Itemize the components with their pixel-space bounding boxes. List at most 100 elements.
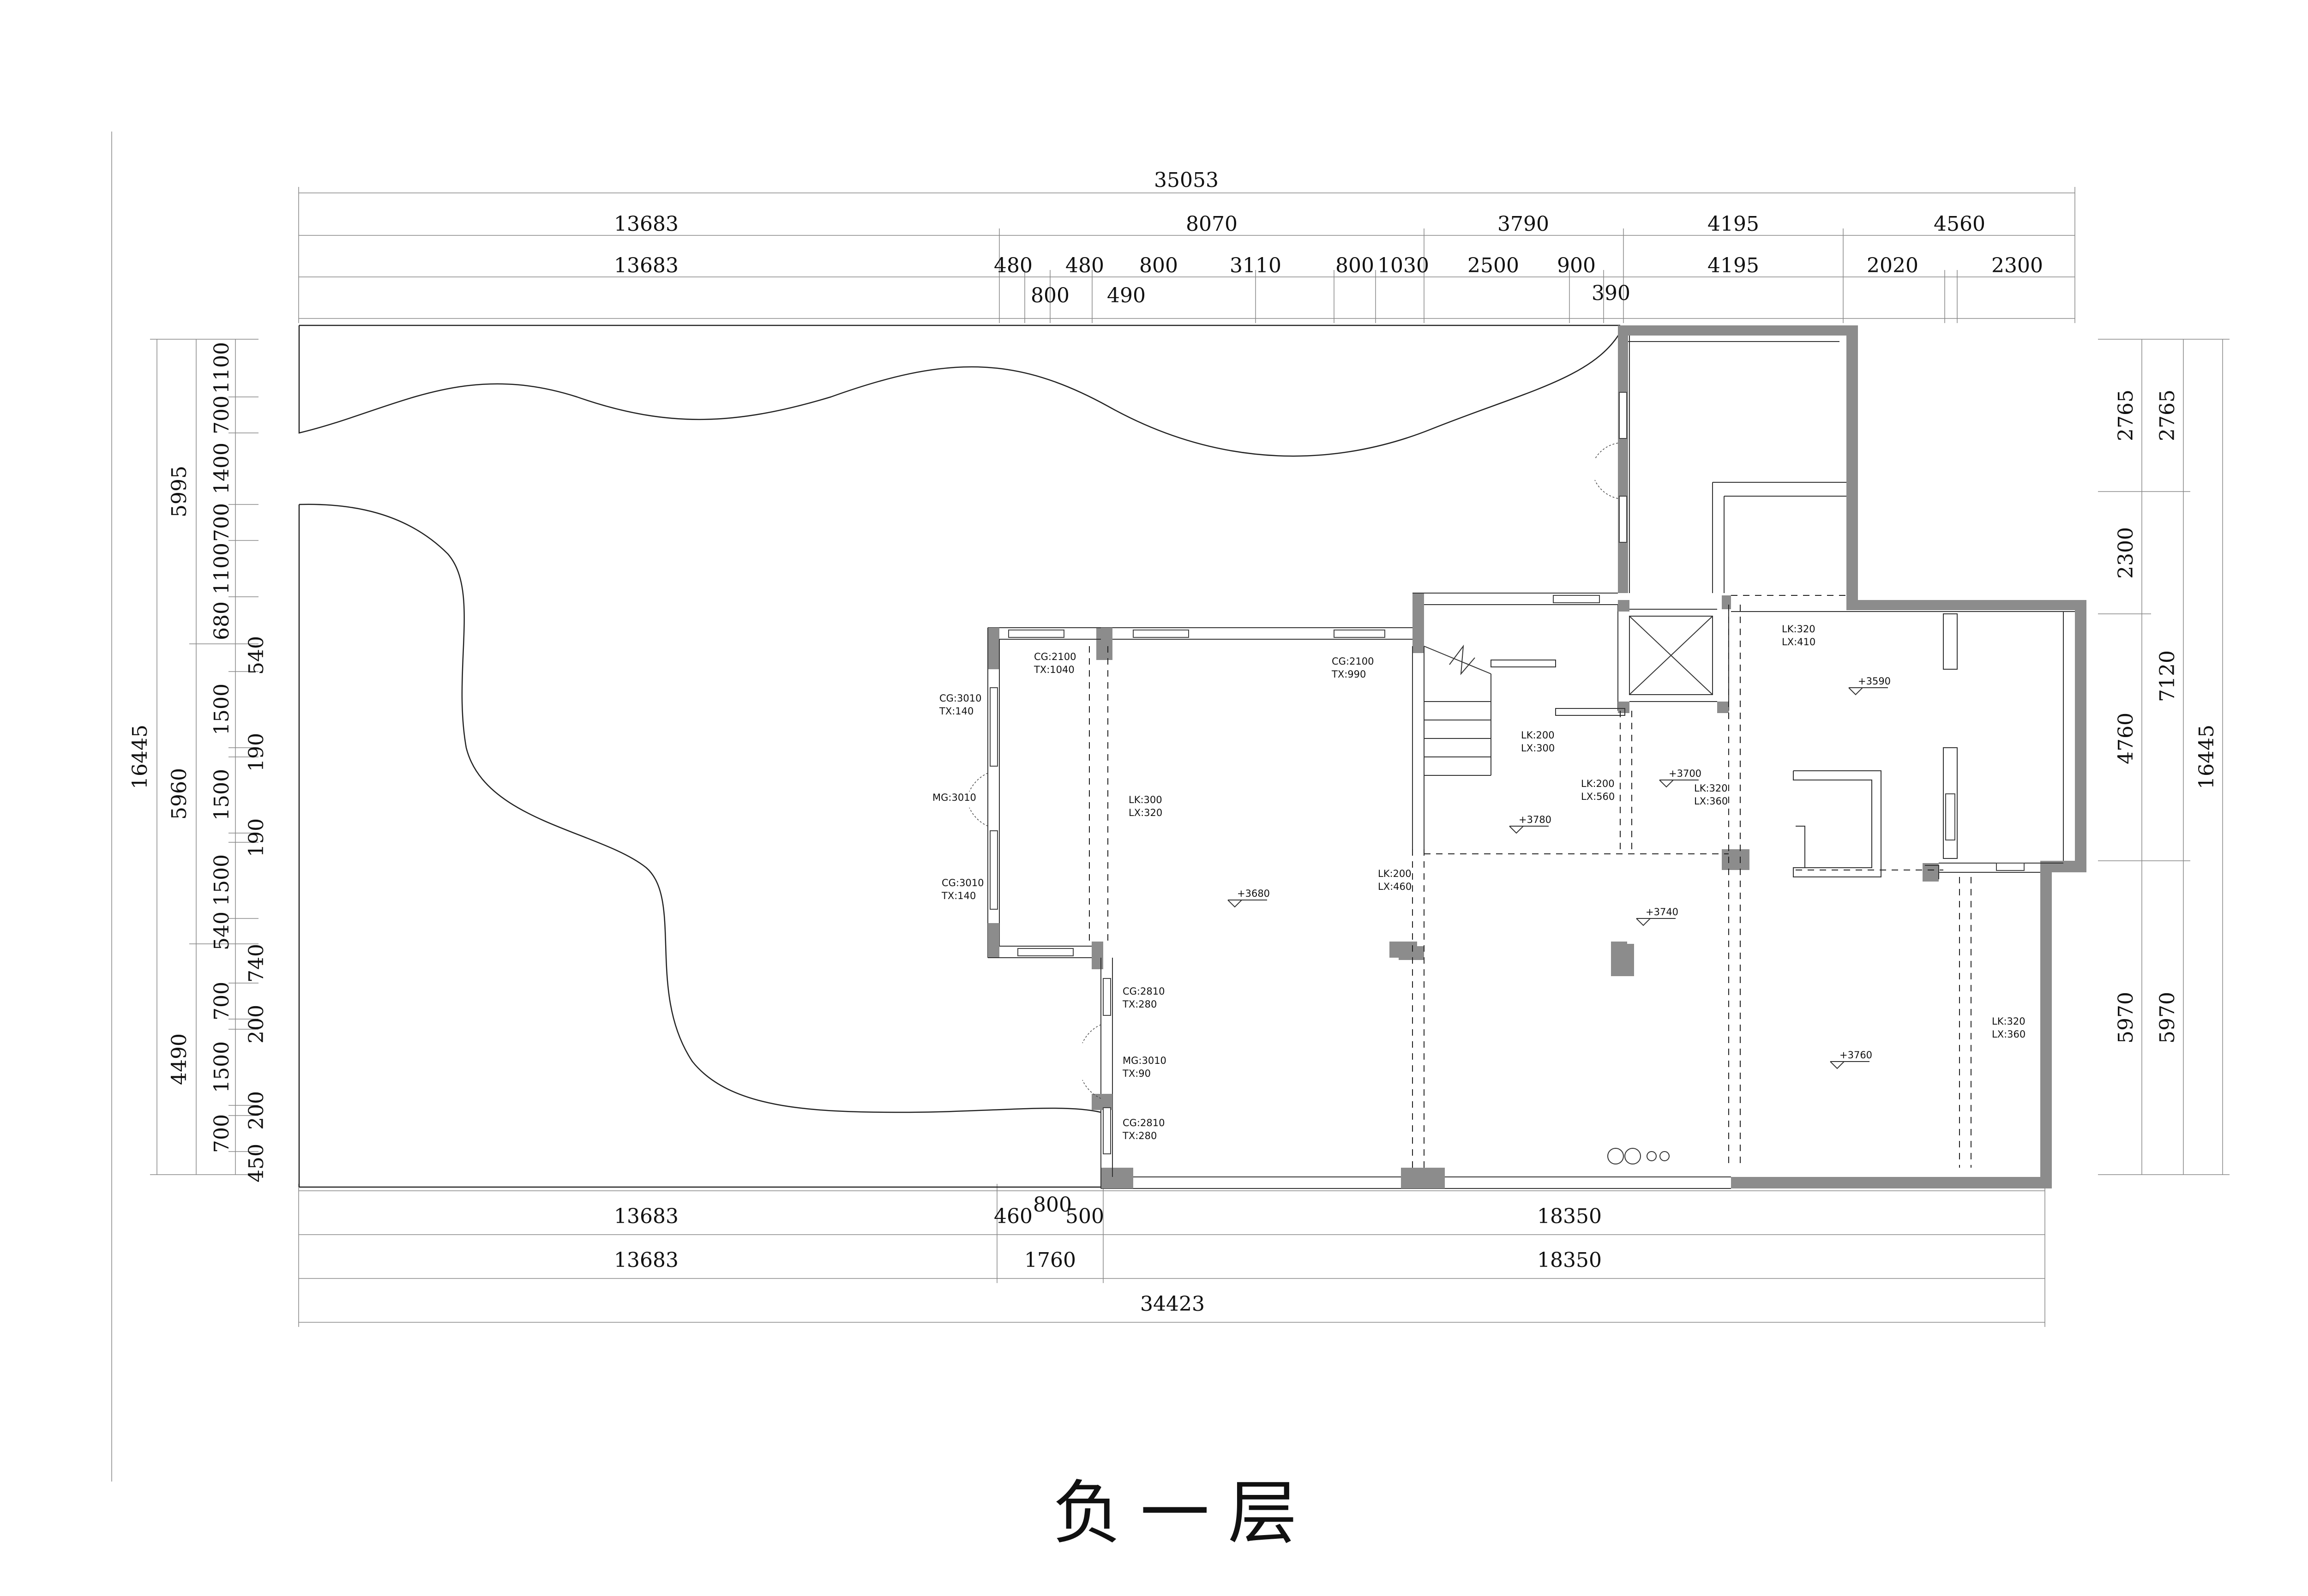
left-group-dim-0: 5995 — [168, 466, 191, 517]
left-seg-dim-12: 540 — [210, 912, 234, 950]
top-row2-dim-5: 800 — [1335, 254, 1374, 277]
bottom-row1-dim-0: 13683 — [614, 1205, 679, 1228]
top-row2-dim-11: 2300 — [1991, 254, 2043, 277]
left-seg-dim-11: 1500 — [210, 854, 234, 906]
top-row2-dim-4: 3110 — [1230, 254, 1281, 277]
bottom-row2-dim-1: 1760 — [1024, 1248, 1076, 1272]
top-row1-dim-4: 4560 — [1934, 212, 1985, 236]
left-seg-dim-15: 200 — [245, 1005, 268, 1044]
left-seg-dim-5: 680 — [210, 601, 234, 640]
svg-text:+3760: +3760 — [1839, 1050, 1872, 1061]
left-seg-dim-10: 190 — [245, 818, 268, 857]
right-total-dim: 16445 — [2195, 725, 2218, 789]
bottom-row1-dim-4: 18350 — [1537, 1205, 1602, 1228]
left-seg-dim-16: 1500 — [210, 1041, 234, 1093]
left-seg-dim-1: 700 — [210, 396, 234, 434]
top-row2-dim-8: 900 — [1557, 254, 1596, 277]
left-seg-dim-4: 1100 — [210, 543, 234, 594]
drawing-title: 负一层 — [1052, 1473, 1316, 1554]
annotation-mg3010a: MG:3010 — [932, 792, 976, 803]
left-seg-dim-18: 700 — [210, 1114, 234, 1153]
top-row2-dim-9: 4195 — [1707, 254, 1759, 277]
top-row1-dim-1: 8070 — [1186, 212, 1238, 236]
top-row2-dim-7: 2500 — [1467, 254, 1519, 277]
svg-text:+3680: +3680 — [1237, 888, 1270, 899]
left-seg-dim-9: 1500 — [210, 769, 234, 821]
windows — [990, 392, 2025, 1154]
top-row2-dim-2: 480 — [1065, 254, 1104, 277]
right-outer-dim-2: 5970 — [2156, 992, 2179, 1044]
left-seg-dim-8: 190 — [245, 733, 268, 772]
top-row2-dim-0: 13683 — [614, 254, 679, 277]
level-marker-3740: +3740 — [1636, 906, 1678, 926]
left-seg-dim-7: 1500 — [210, 684, 234, 735]
svg-text:+3780: +3780 — [1519, 814, 1551, 825]
doors — [969, 443, 1618, 1099]
top-row3-dim-1: 490 — [1107, 284, 1146, 307]
top-row1-dim-2: 3790 — [1497, 212, 1549, 236]
top-row2-dim-10: 2020 — [1867, 254, 1918, 277]
level-marker-3760: +3760 — [1830, 1050, 1872, 1069]
left-seg-dim-13: 740 — [245, 944, 268, 983]
left-seg-dim-2: 1400 — [210, 443, 234, 494]
left-seg-dim-6: 540 — [245, 636, 268, 675]
level-marker-3680: +3680 — [1227, 888, 1270, 908]
bottom-dimensions: 13683 460 800 500 18350 13683 1760 18350… — [298, 1184, 2045, 1327]
right-inner-dim-0: 2765 — [2114, 390, 2138, 441]
left-group-dim-1: 5960 — [168, 768, 191, 820]
top-row1-dim-0: 13683 — [614, 212, 679, 236]
fixtures — [1607, 1148, 1670, 1164]
right-outer-dim-1: 7120 — [2156, 650, 2179, 702]
garden-area — [298, 324, 1621, 1188]
bottom-row1-dim-3: 500 — [1065, 1205, 1104, 1228]
top-dimensions: 35053 13683 8070 3790 4195 4560 13683 48… — [298, 168, 2075, 323]
level-marker-3590: +3590 — [1848, 676, 1891, 696]
left-group-dim-2: 4490 — [168, 1033, 191, 1085]
top-row1-dim-3: 4195 — [1707, 212, 1759, 236]
left-seg-dim-14: 700 — [210, 982, 234, 1020]
svg-text:+3740: +3740 — [1646, 906, 1678, 918]
right-outer-dim-0: 2765 — [2156, 390, 2179, 441]
level-marker-3700: +3700 — [1659, 768, 1701, 788]
top-row2-dim-1: 480 — [994, 254, 1033, 277]
left-seg-dim-3: 700 — [210, 503, 234, 542]
level-marker-3780: +3780 — [1509, 814, 1551, 834]
top-total-dim: 35053 — [1154, 168, 1219, 192]
right-inner-dim-2: 4760 — [2114, 713, 2138, 764]
top-row3-dim-2: 390 — [1592, 282, 1630, 305]
level-markers: +3680 +3780 +3700 +3590 +3740 +3760 — [1227, 676, 1891, 1069]
left-seg-dim-0: 1100 — [210, 342, 234, 394]
bottom-row1-dim-1: 460 — [994, 1205, 1033, 1228]
bottom-total-dim: 34423 — [1140, 1292, 1205, 1316]
bottom-row2-dim-0: 13683 — [614, 1248, 679, 1272]
left-dimensions: 16445 5995 5960 4490 1100 700 1400 700 1… — [128, 339, 268, 1182]
svg-text:+3590: +3590 — [1858, 676, 1891, 687]
svg-text:+3700: +3700 — [1669, 768, 1701, 779]
bottom-row1-dim-2: 800 — [1033, 1193, 1072, 1217]
left-total-dim: 16445 — [128, 725, 152, 789]
top-row3-dim-0: 800 — [1031, 284, 1070, 307]
top-row2-dim-6: 1030 — [1377, 254, 1429, 277]
top-row2-dim-3: 800 — [1139, 254, 1178, 277]
left-seg-dim-19: 450 — [245, 1144, 268, 1182]
left-seg-dim-17: 200 — [245, 1091, 268, 1130]
beam-lines — [1089, 595, 1971, 1168]
right-inner-dim-3: 5970 — [2114, 992, 2138, 1044]
right-inner-dim-1: 2300 — [2114, 527, 2138, 579]
bottom-row2-dim-2: 18350 — [1537, 1248, 1602, 1272]
